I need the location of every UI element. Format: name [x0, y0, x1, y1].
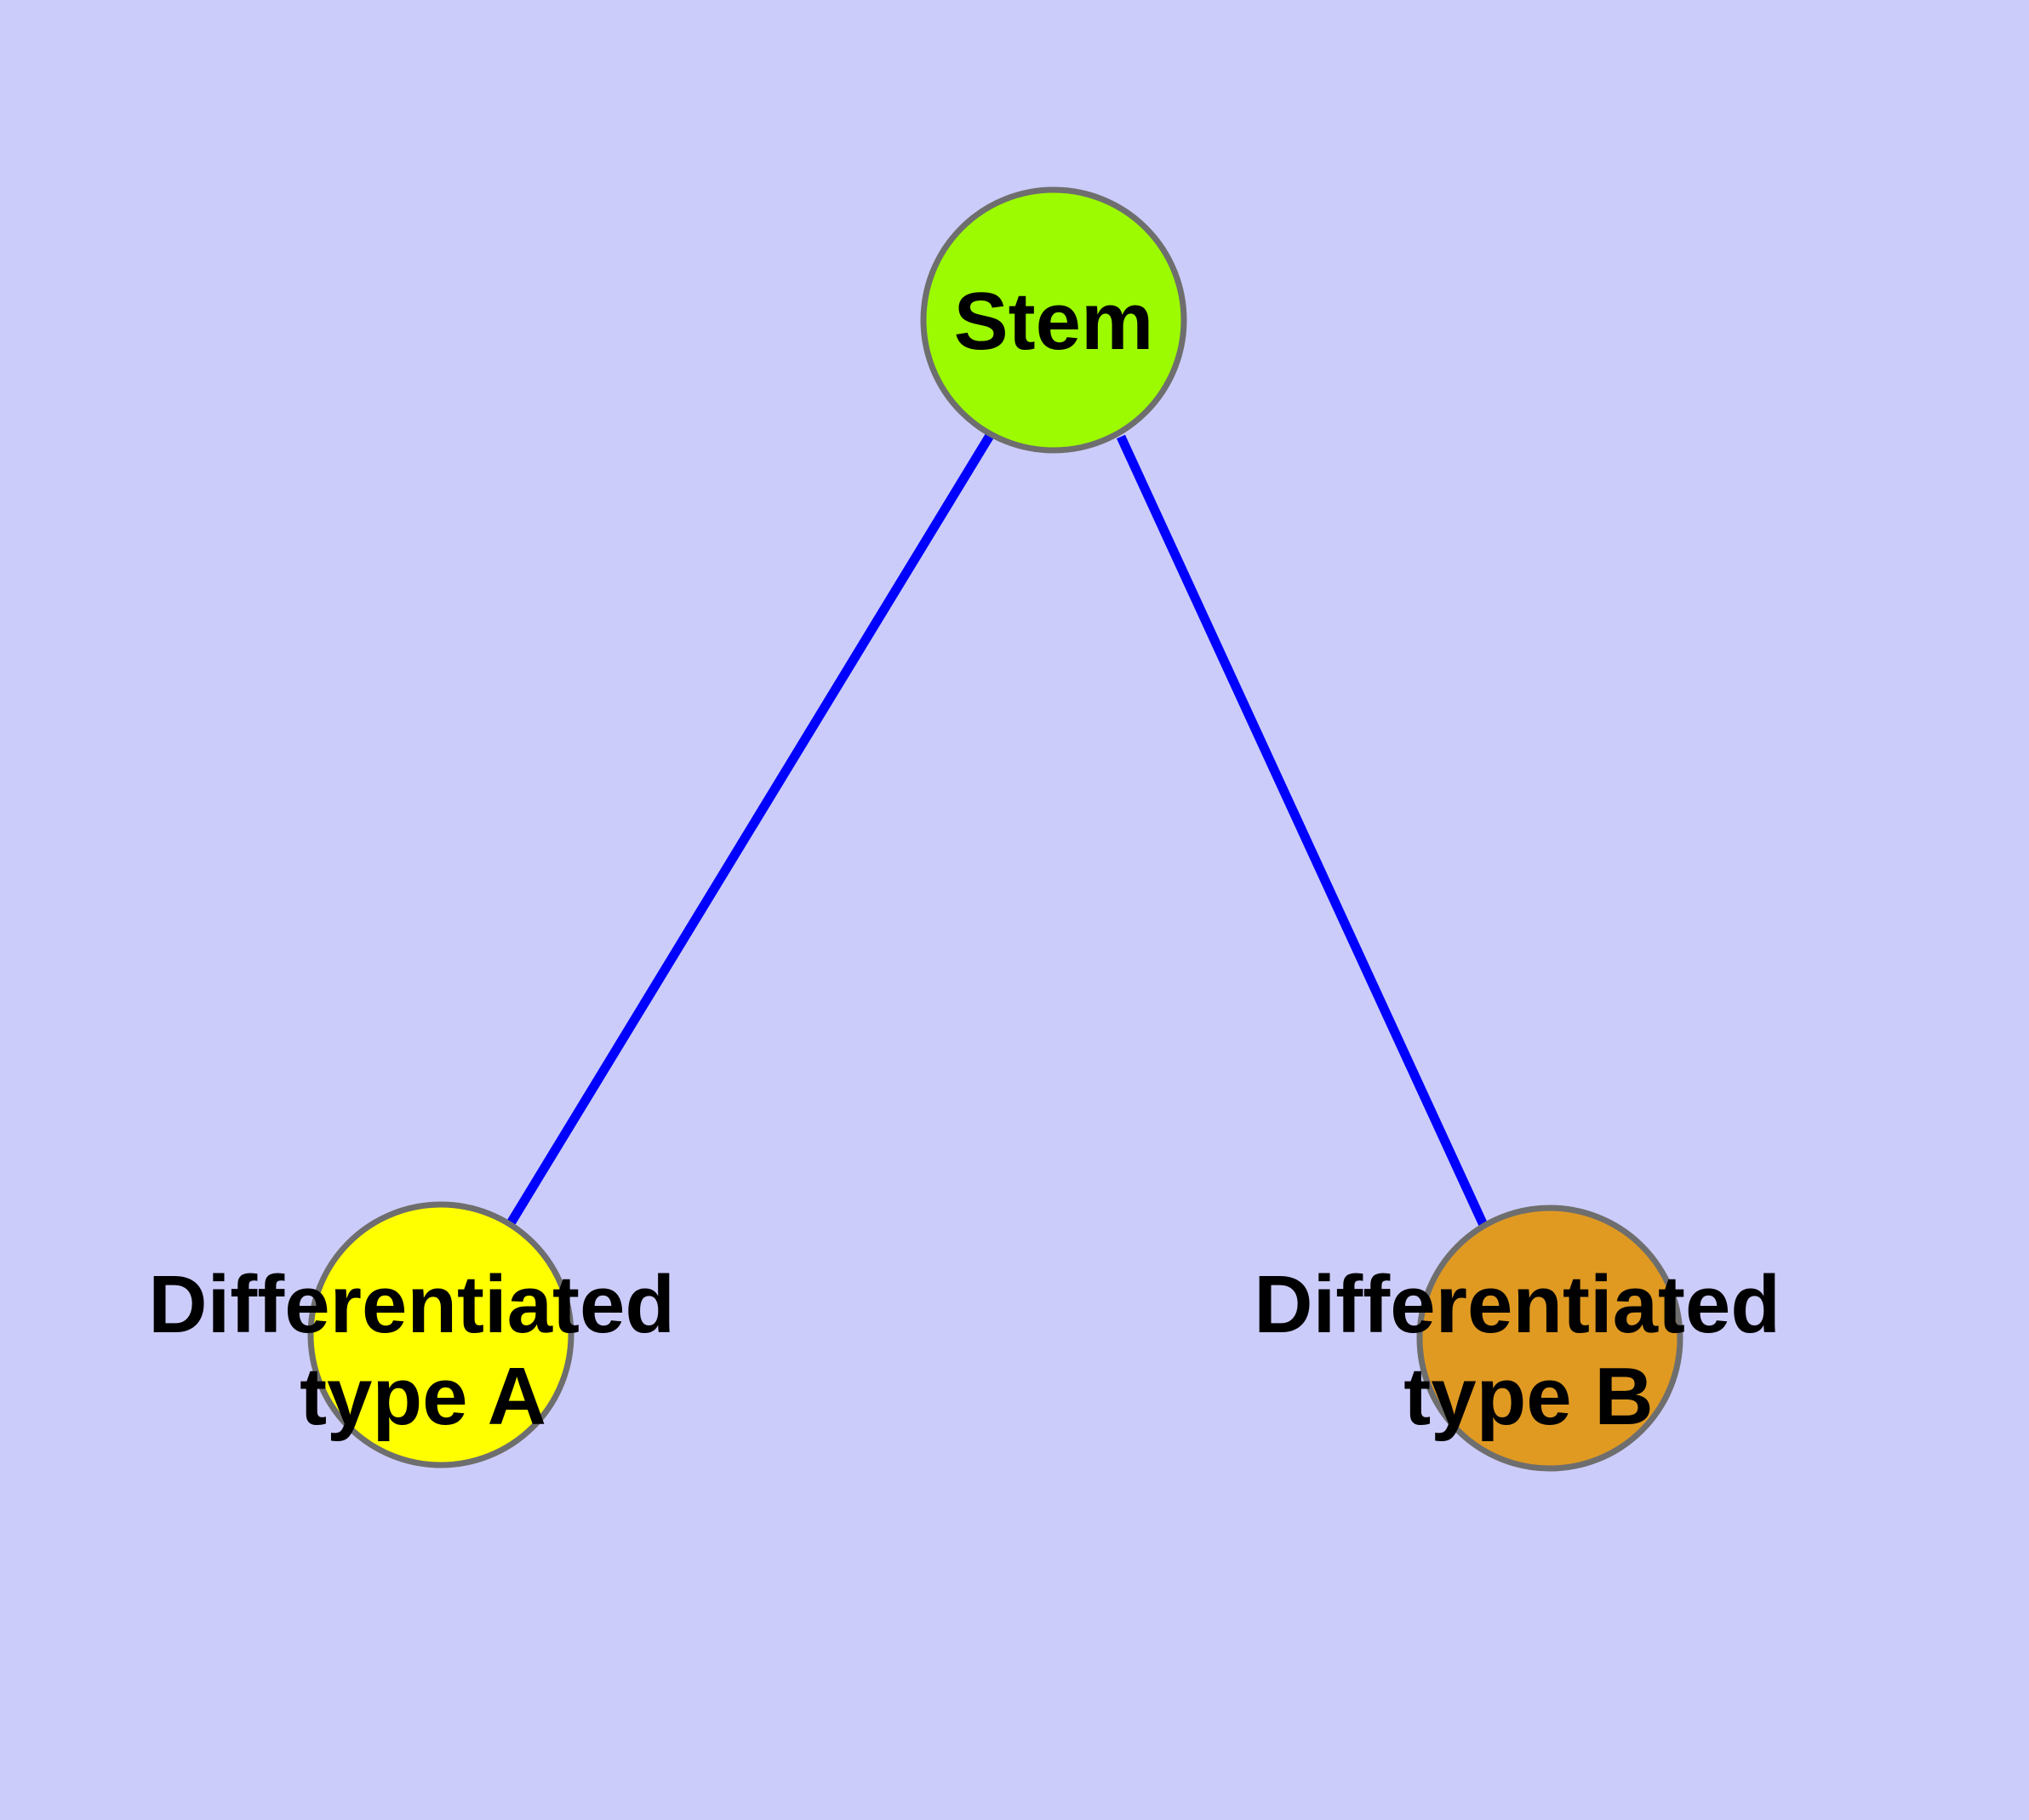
node-layer — [307, 186, 1683, 1472]
node-label-diff-b: Differentiated type B — [1254, 1259, 1803, 1442]
node-label-diff-a: Differentiated type A — [148, 1259, 697, 1442]
node-label-diff-b-line-2: type B — [1403, 1351, 1653, 1442]
label-layer: Stem Differentiated type A Differentiate… — [148, 276, 1803, 1442]
node-label-diff-b-line-1: Differentiated — [1254, 1259, 1780, 1350]
node-label-stem-line-1: Stem — [954, 276, 1154, 367]
edge-layer — [506, 432, 1488, 1228]
node-circle-diff-b[interactable] — [1416, 1205, 1683, 1472]
node-label-diff-a-line-2: type A — [300, 1351, 546, 1442]
node-circle-diff-a[interactable] — [307, 1201, 574, 1468]
edge-stem-to-diff-a[interactable] — [506, 432, 995, 1226]
node-label-diff-a-line-1: Differentiated — [148, 1259, 675, 1350]
node-label-stem: Stem — [954, 276, 1154, 367]
edge-stem-to-diff-b[interactable] — [1117, 434, 1488, 1228]
node-circle-stem[interactable] — [920, 186, 1187, 454]
